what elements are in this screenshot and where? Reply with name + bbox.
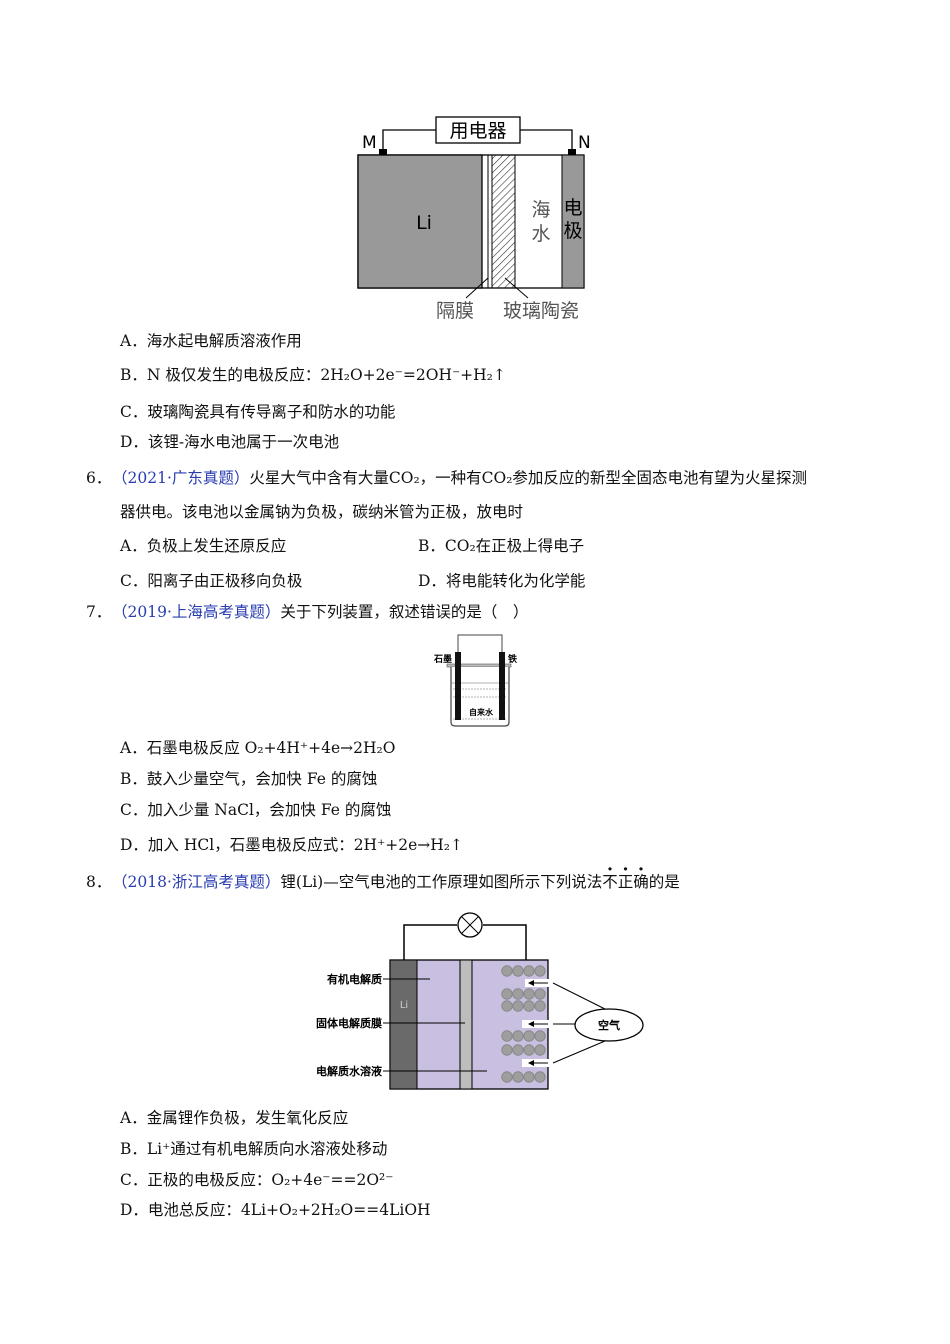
q8-option-d: D．电池总反应：4Li+O₂+2H₂O==4LiOH xyxy=(120,1201,431,1219)
device-box xyxy=(435,116,521,144)
seawater-label: 海 xyxy=(531,199,550,221)
q8-number: 8． xyxy=(86,873,112,891)
li-air-battery-diagram: Li 空气 有机电解质 固体电解质膜 电解质水溶液 xyxy=(316,912,644,1090)
particle xyxy=(523,1000,535,1012)
particle xyxy=(512,1071,524,1083)
particle xyxy=(523,1044,535,1056)
q8-stem-end: 的是 xyxy=(648,873,680,891)
q7-option-a: A．石墨电极反应 O₂+4H⁺+4e→2H₂O xyxy=(120,739,396,757)
particle xyxy=(534,1030,546,1042)
particle xyxy=(523,988,535,1000)
device-label: 用电器 xyxy=(449,120,506,142)
emphasis-char: 确 xyxy=(633,873,649,891)
particle xyxy=(501,1030,513,1042)
q6-stem: （2021·广东真题）火星大气中含有大量CO₂，一种有CO₂参加反应的新型全固态… xyxy=(112,468,807,488)
q5-option-d: D．该锂-海水电池属于一次电池 xyxy=(120,433,340,451)
aqueous-solution-label: 电解质水溶液 xyxy=(316,1064,383,1078)
q6-stem-text: 火星大气中含有大量CO₂，一种有CO₂参加反应的新型全固态电池有望为火星探测 xyxy=(249,469,807,487)
solid-membrane-label: 固体电解质膜 xyxy=(316,1016,382,1030)
q7-number: 7． xyxy=(86,603,112,621)
q7-stem-text: 关于下列装置，叙述错误的是（ ） xyxy=(280,603,529,621)
particle xyxy=(501,1000,513,1012)
q8-option-c: C．正极的电极反应：O₂+4e⁻==2O²⁻ xyxy=(120,1171,394,1189)
q8-source: （2018·浙江高考真题） xyxy=(112,873,281,891)
q6-number: 6． xyxy=(86,469,112,487)
q8-option-a: A．金属锂作负极，发生氧化反应 xyxy=(120,1109,349,1127)
air-ellipse xyxy=(574,1008,644,1042)
tap-water-label: 自来水 xyxy=(469,707,494,717)
n-label: N xyxy=(578,133,591,153)
air-label: 空气 xyxy=(598,1018,620,1032)
li-label: Li xyxy=(416,212,432,234)
q5-option-b: B．N 极仅发生的电极反应：2H₂O+2e⁻=2OH⁻+H₂↑ xyxy=(120,366,506,384)
glass-ceramic-label: 玻璃陶瓷 xyxy=(503,300,579,322)
q6-option-b: B．CO₂在正极上得电子 xyxy=(418,537,585,555)
q6-option-c: C．阳离子由正极移向负极 xyxy=(120,572,303,590)
q8-stem-text: 锂(Li)—空气电池的工作原理如图所示下列说法 xyxy=(280,873,603,891)
q7-option-d: D．加入 HCl，石墨电极反应式：2H⁺+2e→H₂↑ xyxy=(120,836,463,854)
particle xyxy=(501,965,513,977)
particle xyxy=(534,1044,546,1056)
separator-label: 隔膜 xyxy=(436,300,474,322)
particle xyxy=(512,988,524,1000)
cathode-particles xyxy=(501,965,546,1083)
emphasis-char: 正 xyxy=(618,873,634,891)
particle xyxy=(512,1044,524,1056)
particle xyxy=(501,1044,513,1056)
q6-option-d: D．将电能转化为化学能 xyxy=(418,572,586,590)
particle xyxy=(501,988,513,1000)
q6-stem-line2: 器供电。该电池以金属钠为负极，碳纳米管为正极，放电时 xyxy=(120,503,524,521)
q7-stem: （2019·上海高考真题）关于下列装置，叙述错误的是（ ） xyxy=(112,602,528,622)
solid-electrolyte-membrane xyxy=(459,959,473,1090)
particle xyxy=(512,965,524,977)
emphasis-char: 不 xyxy=(602,873,618,891)
iron-label: 铁 xyxy=(508,653,517,665)
electrode-label: 极 xyxy=(563,220,582,242)
particle xyxy=(523,1030,535,1042)
particle xyxy=(534,988,546,1000)
q7-source: （2019·上海高考真题） xyxy=(112,603,281,621)
q6-source: （2021·广东真题） xyxy=(112,469,250,487)
particle xyxy=(534,1071,546,1083)
particle xyxy=(512,1000,524,1012)
particle xyxy=(512,1030,524,1042)
graphite-electrode xyxy=(455,652,461,720)
li-seawater-battery-diagram: 用电器 M N Li 海 水 电 极 隔膜 玻璃陶瓷 xyxy=(357,116,591,322)
graphite-label: 石墨 xyxy=(433,654,452,665)
li-anode xyxy=(389,959,418,1090)
glass-ceramic-layer xyxy=(491,154,516,289)
li-anode xyxy=(357,154,483,289)
q8-stem: （2018·浙江高考真题）锂(Li)—空气电池的工作原理如图所示下列说法不正确的… xyxy=(112,872,680,892)
q7-option-c: C．加入少量 NaCl，会加快 Fe 的腐蚀 xyxy=(120,801,392,819)
electrode-n xyxy=(561,154,585,289)
seawater-label: 水 xyxy=(531,223,550,245)
corrosion-beaker-diagram: 石墨 铁 自来水 xyxy=(433,634,517,727)
iron-electrode xyxy=(499,652,505,720)
particle xyxy=(534,965,546,977)
m-label: M xyxy=(362,133,377,153)
li-label: Li xyxy=(400,1000,408,1011)
lamp-icon xyxy=(457,912,483,938)
q5-option-a: A．海水起电解质溶液作用 xyxy=(120,332,302,350)
electrode-label: 电 xyxy=(563,197,582,219)
particle xyxy=(501,1071,513,1083)
particle xyxy=(534,1000,546,1012)
particle xyxy=(523,1071,535,1083)
organic-electrolyte-label: 有机电解质 xyxy=(327,972,382,986)
q8-option-b: B．Li⁺通过有机电解质向水溶液处移动 xyxy=(120,1140,388,1158)
particle xyxy=(523,965,535,977)
q6-option-a: A．负极上发生还原反应 xyxy=(120,537,287,555)
q5-option-c: C．玻璃陶瓷具有传导离子和防水的功能 xyxy=(120,403,396,421)
q7-option-b: B．鼓入少量空气，会加快 Fe 的腐蚀 xyxy=(120,770,378,788)
